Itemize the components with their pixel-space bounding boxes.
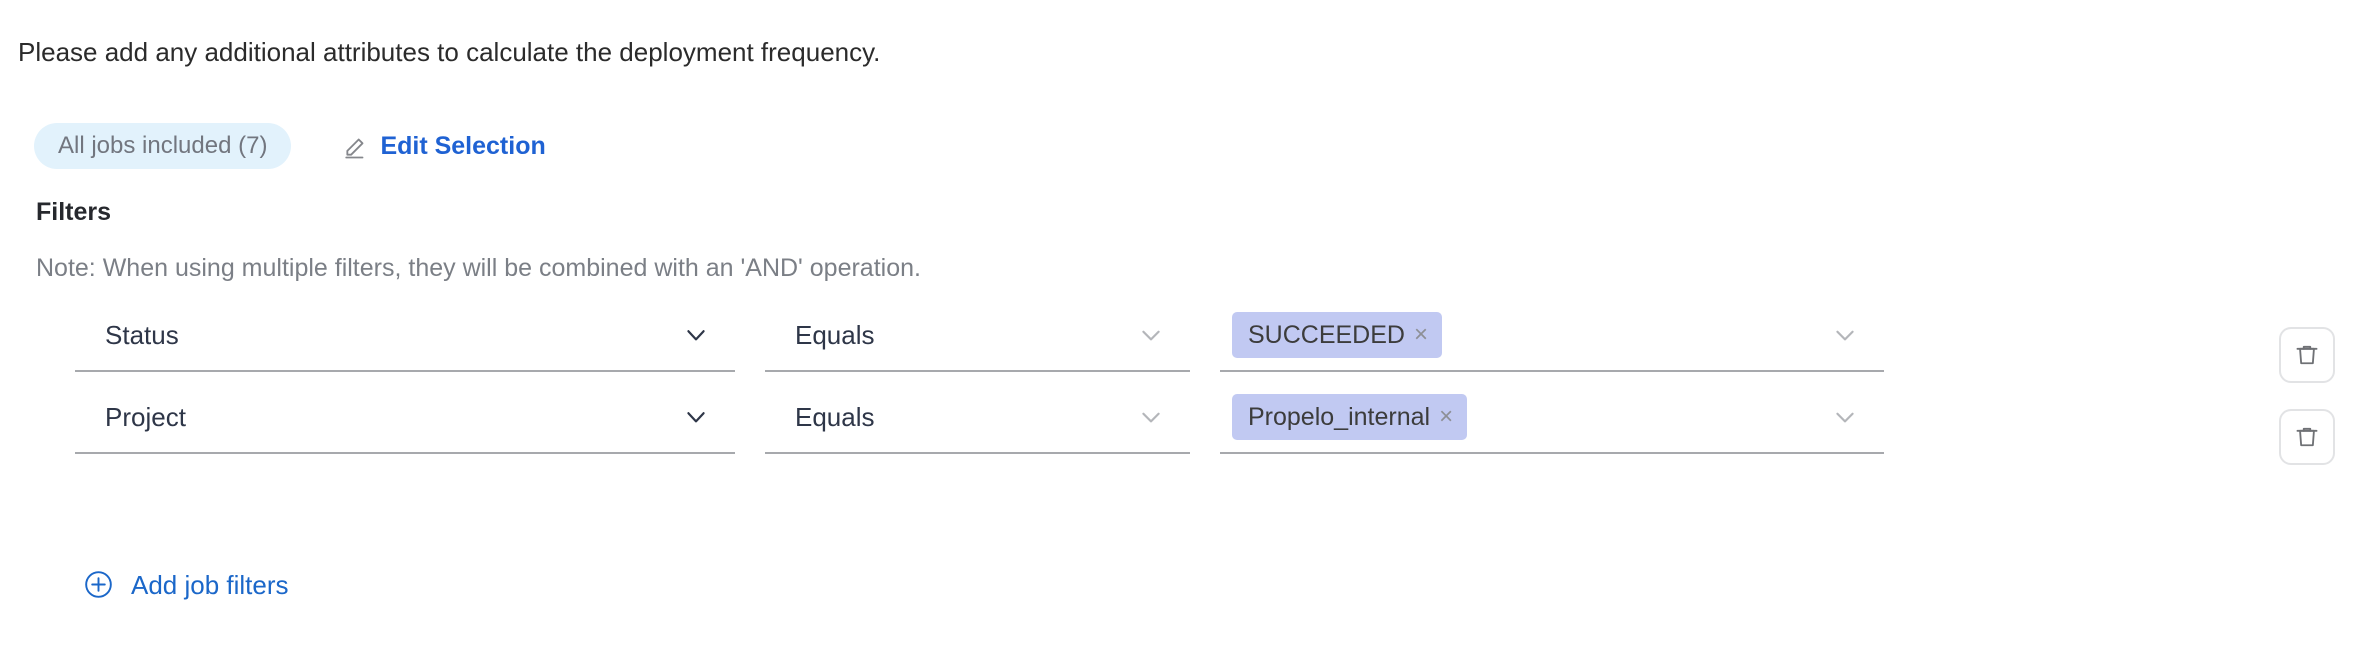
add-job-filters-button[interactable]: Add job filters [84, 570, 289, 599]
filter-operator-value: Equals [795, 320, 875, 350]
filter-value-chip[interactable]: SUCCEEDED × [1232, 312, 1442, 358]
edit-selection-button[interactable]: Edit Selection [343, 131, 546, 160]
add-job-filters-label: Add job filters [131, 569, 289, 600]
chevron-down-icon [1138, 404, 1164, 430]
chevron-down-icon [1832, 322, 1858, 348]
filter-value-select[interactable]: Propelo_internal × [1220, 382, 1884, 454]
chevron-down-icon [683, 322, 709, 348]
trash-icon [2294, 424, 2320, 450]
close-icon[interactable]: × [1413, 321, 1428, 348]
filter-row: Status Equals SUCCEEDED × [0, 300, 2376, 380]
filter-operator-value: Equals [795, 402, 875, 432]
filters-note: Note: When using multiple filters, they … [36, 254, 921, 282]
all-jobs-included-pill[interactable]: All jobs included (7) [34, 123, 292, 169]
filter-attribute-value: Project [105, 402, 186, 432]
filter-operator-select[interactable]: Equals [765, 382, 1190, 454]
chevron-down-icon [1138, 322, 1164, 348]
filter-value-select[interactable]: SUCCEEDED × [1220, 300, 1884, 372]
selection-row: All jobs included (7) Edit Selection [34, 123, 546, 169]
filters-heading: Filters [36, 198, 112, 226]
plus-circle-icon [84, 570, 113, 599]
filter-value-chip[interactable]: Propelo_internal × [1232, 394, 1468, 440]
delete-filter-button[interactable] [2279, 327, 2335, 383]
filter-attribute-value: Status [105, 320, 179, 350]
filter-attribute-select[interactable]: Status [75, 300, 735, 372]
delete-filter-button[interactable] [2279, 409, 2335, 465]
chevron-down-icon [683, 404, 709, 430]
edit-selection-label: Edit Selection [380, 131, 546, 160]
pencil-icon [343, 133, 369, 159]
page-description: Please add any additional attributes to … [18, 37, 881, 67]
trash-icon [2294, 342, 2320, 368]
filter-attribute-select[interactable]: Project [75, 382, 735, 454]
filter-value-chip-label: Propelo_internal [1248, 402, 1431, 431]
chevron-down-icon [1832, 404, 1858, 430]
filter-operator-select[interactable]: Equals [765, 300, 1190, 372]
filter-value-chip-label: SUCCEEDED [1248, 320, 1405, 349]
close-icon[interactable]: × [1439, 403, 1454, 430]
filter-row: Project Equals Propelo_internal × [0, 382, 2376, 462]
